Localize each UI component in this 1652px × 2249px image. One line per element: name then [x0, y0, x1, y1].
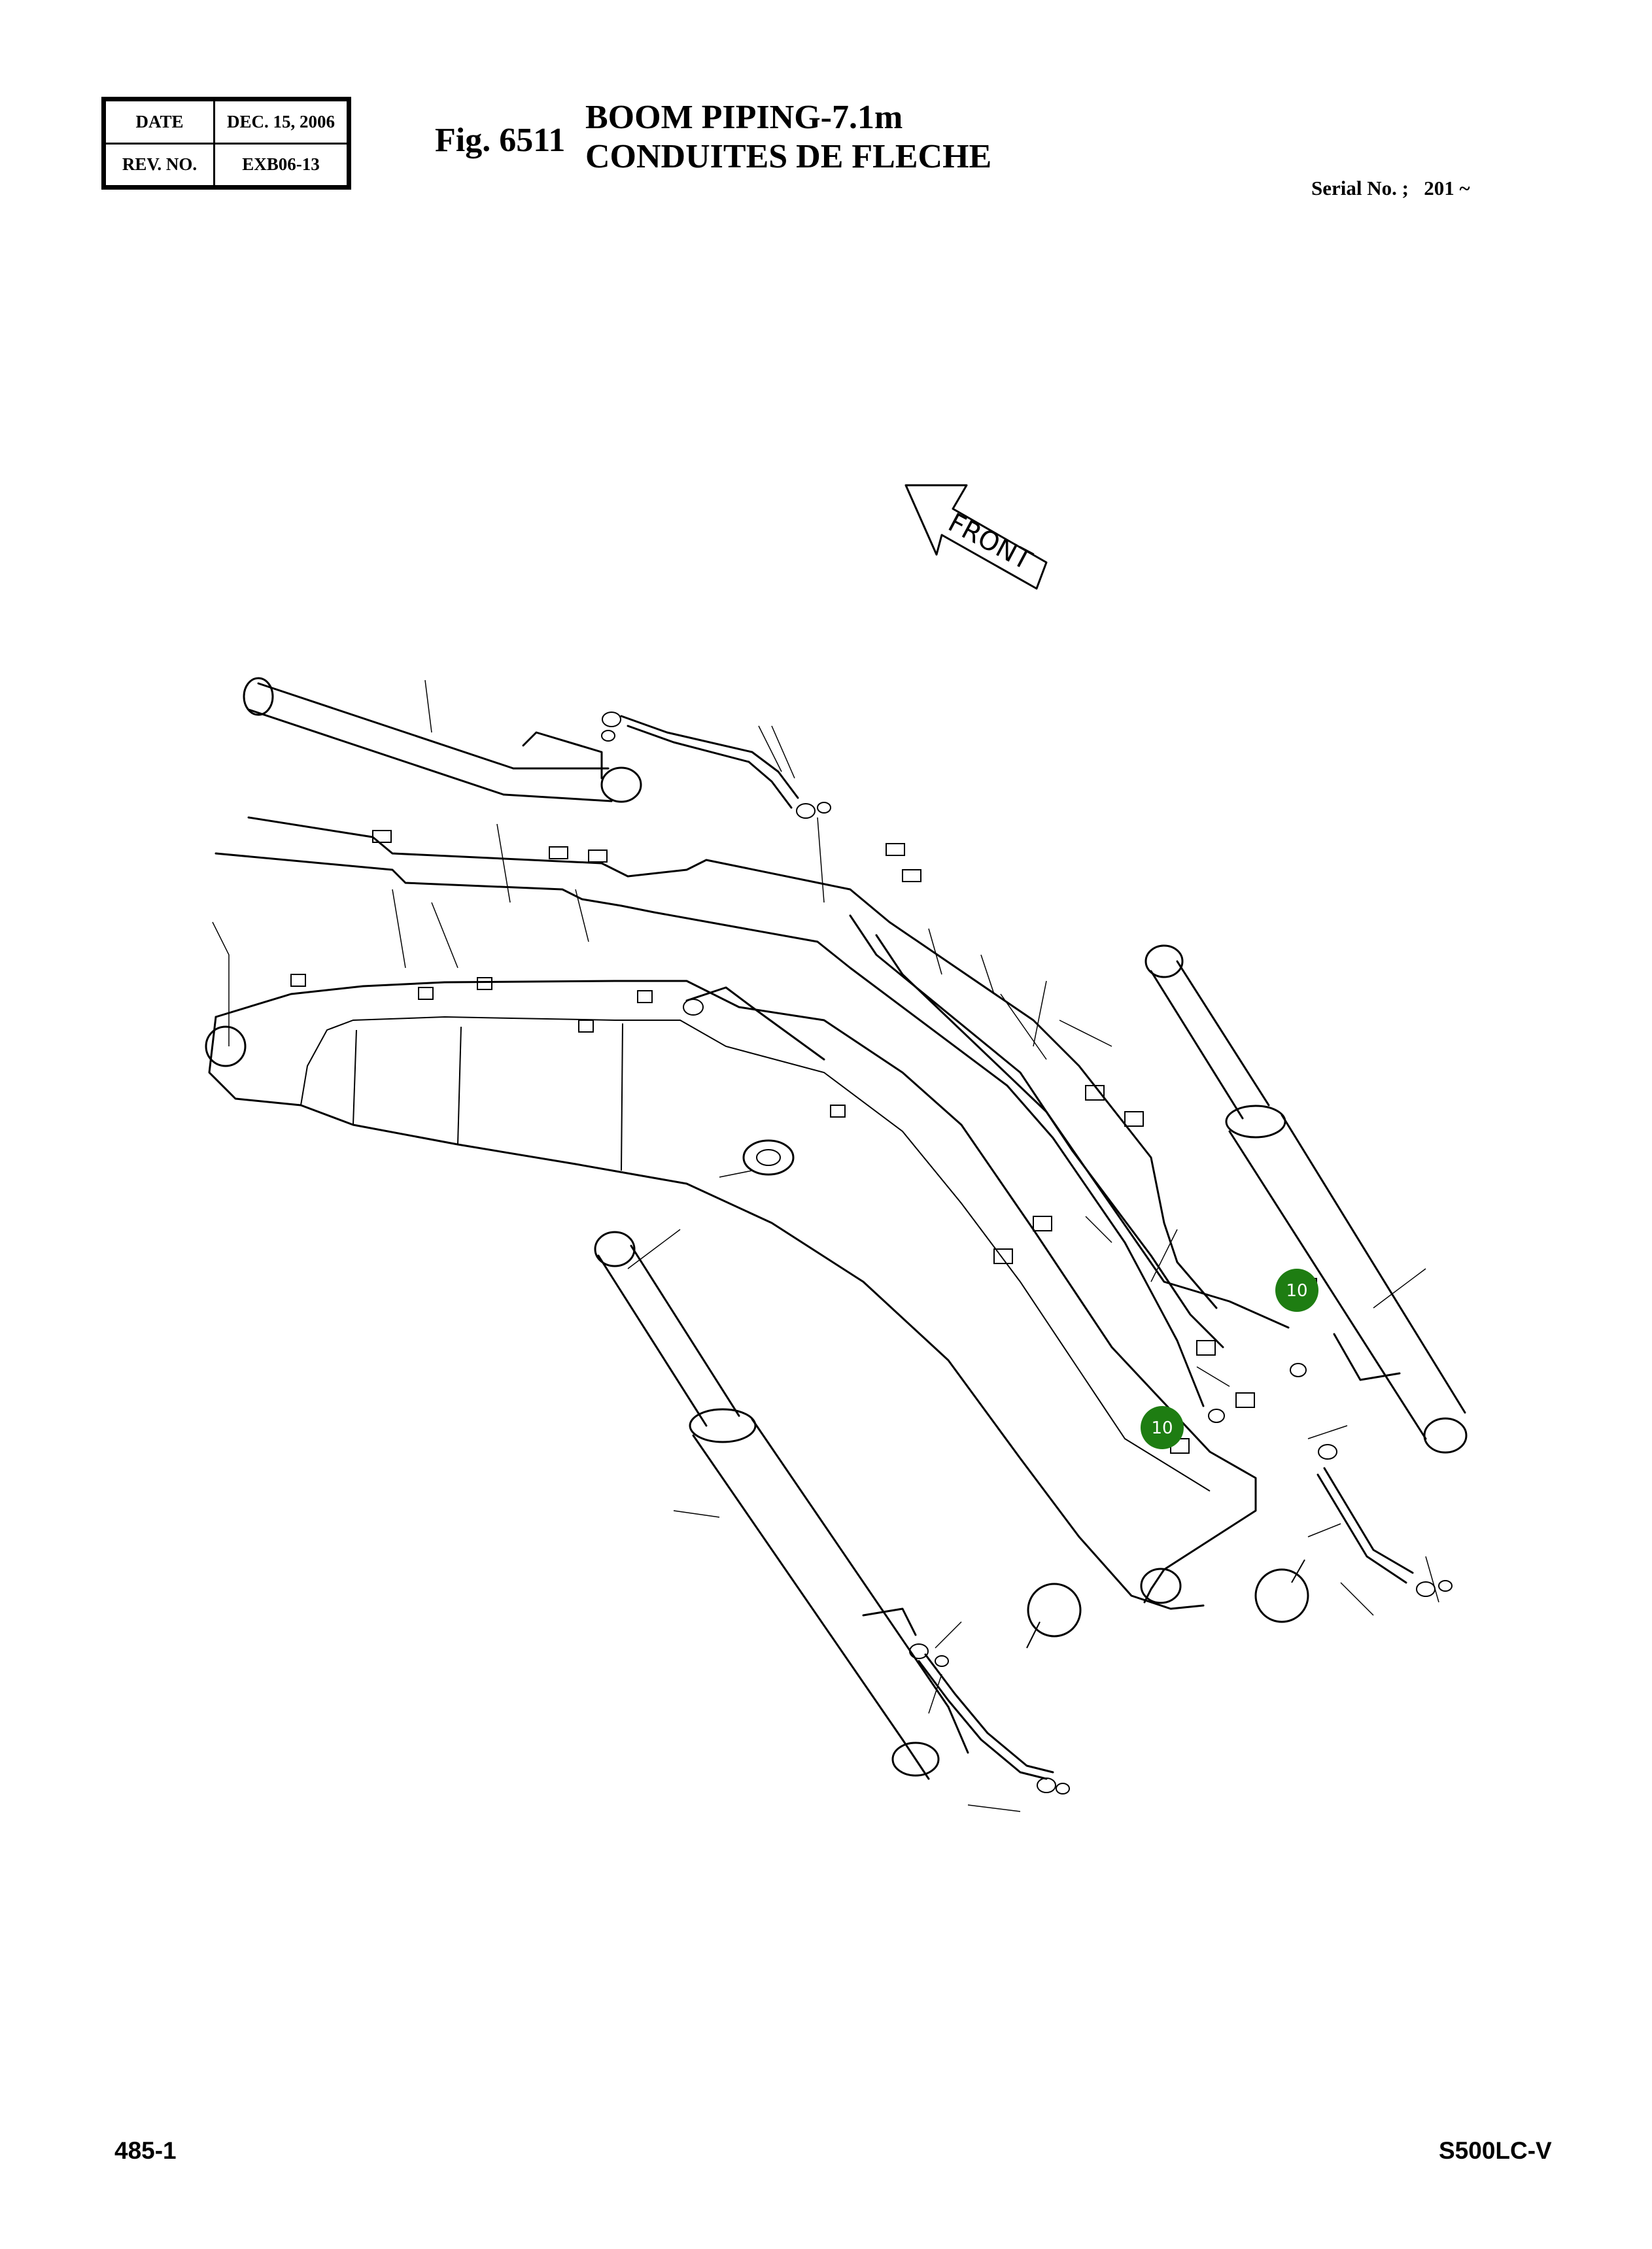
callout-badge: 10 — [1275, 1269, 1318, 1312]
arm-cylinder — [243, 677, 642, 803]
figure-number: Fig. 6511 — [435, 122, 566, 159]
rev-value: EXB06-13 — [213, 142, 349, 187]
rev-label: REV. NO. — [104, 142, 215, 187]
clamps — [290, 830, 1317, 1454]
boom-cylinder-left — [594, 1231, 969, 1780]
front-arrow: FRONT — [904, 484, 1048, 590]
fittings — [601, 712, 1453, 1794]
date-label: DATE — [104, 99, 215, 145]
boom — [205, 980, 1257, 1610]
page-number: 485-1 — [114, 2137, 177, 2164]
piping — [215, 715, 1414, 1780]
date-value: DEC. 15, 2006 — [213, 99, 349, 145]
serial-number: Serial No. ; 201 ~ — [1311, 177, 1470, 199]
reference-circle — [1254, 1568, 1309, 1623]
leader-lines — [212, 679, 1439, 1812]
revision-box: DATE DEC. 15, 2006 REV. NO. EXB06-13 — [101, 97, 351, 190]
callout-badge: 10 — [1141, 1406, 1184, 1449]
title-french: CONDUITES DE FLECHE — [585, 138, 992, 175]
reference-arrow — [1291, 1559, 1305, 1583]
reference-circle — [1027, 1583, 1082, 1638]
title-english: BOOM PIPING-7.1m — [585, 99, 903, 136]
boom-cylinder-right — [1144, 944, 1468, 1454]
callout-label: 10 — [1151, 1418, 1173, 1438]
callout-label: 10 — [1286, 1281, 1307, 1301]
model-name: S500LC-V — [1439, 2137, 1552, 2164]
front-label: FRONT — [943, 507, 1037, 576]
figure-title: BOOM PIPING-7.1m CONDUITES DE FLECHE — [585, 98, 991, 177]
reference-arrow — [1026, 1621, 1041, 1649]
